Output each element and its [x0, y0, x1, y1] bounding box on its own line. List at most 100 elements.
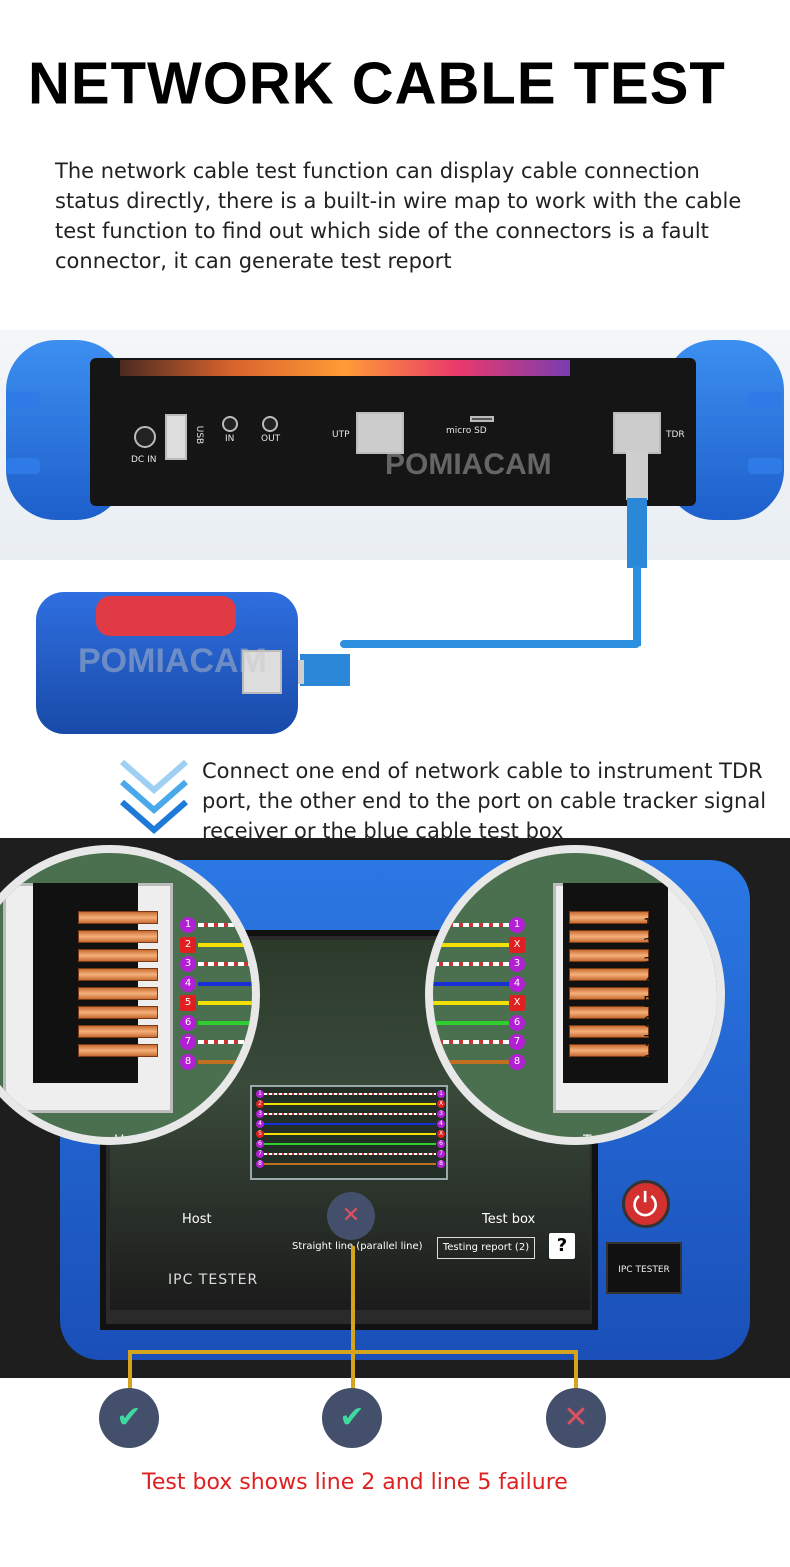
copper-pin [569, 1044, 649, 1057]
pin-number: 3 [60, 954, 70, 972]
screen-wire-dot: 1 [437, 1090, 445, 1098]
copper-pin [569, 968, 649, 981]
pin-number: 2 [60, 934, 70, 953]
wire-line [433, 942, 509, 947]
utp-label: UTP [332, 430, 350, 440]
copper-pin [569, 930, 649, 943]
watermark: POMIACAM [78, 642, 267, 680]
screen-wire-dot: 1 [256, 1090, 264, 1098]
cable-boot [300, 654, 350, 686]
screen-wire-line [264, 1103, 436, 1105]
video-out-port [262, 416, 278, 432]
wire-status-dot: 8 [180, 1053, 196, 1070]
power-button[interactable] [622, 1180, 670, 1228]
bracket-line [574, 1350, 578, 1390]
wire-line [198, 1059, 252, 1064]
cable-test-box [36, 592, 298, 734]
video-in-label: IN [225, 434, 235, 444]
testing-report-button[interactable]: Testing report (2) [437, 1237, 535, 1259]
network-cable [633, 566, 641, 646]
pin-number: 7 [643, 1032, 653, 1050]
network-cable [340, 640, 640, 648]
screen-wire-dot: 6 [437, 1140, 445, 1148]
testbox-label: Test box [583, 1133, 641, 1145]
video-out-label: OUT [261, 434, 281, 444]
rj45-plug-top [626, 452, 648, 500]
tdr-label: TDR [666, 430, 685, 440]
dc-in-port [134, 426, 156, 448]
wire-status-dot: 6 [180, 1014, 196, 1031]
wire-line [433, 1040, 509, 1044]
ipc-tester-label: IPC TESTER [168, 1272, 259, 1288]
wire-status-dot: 7 [509, 1034, 525, 1050]
pin-number: 5 [643, 993, 653, 1011]
bumper-tab [748, 392, 782, 408]
test-box-port [242, 650, 282, 694]
video-in-port [222, 416, 238, 432]
connect-instructions: Connect one end of network cable to inst… [202, 759, 767, 843]
failure-caption: Test box shows line 2 and line 5 failure [142, 1470, 568, 1495]
partial-check-icon: ✔ [322, 1388, 382, 1448]
screen-wire-dot: 3 [437, 1110, 445, 1118]
copper-pin [569, 1006, 649, 1019]
wire-line [433, 1020, 509, 1025]
screen-wire-line [264, 1143, 436, 1145]
screen-wire-dot: 5 [256, 1130, 264, 1138]
wire-line [198, 1040, 252, 1044]
wire-line [433, 1059, 509, 1064]
copper-pin [569, 911, 649, 924]
copper-pin [78, 1025, 158, 1038]
intro-text: The network cable test function can disp… [55, 159, 742, 273]
pin-number: 8 [643, 1051, 653, 1070]
host-pins [78, 911, 158, 1061]
usb-port [165, 414, 187, 460]
wire-line [433, 981, 509, 986]
wire-status-dot: 5 [180, 995, 196, 1011]
wire-line [198, 923, 252, 927]
copper-pin [78, 930, 158, 943]
usb-label: USB [194, 425, 205, 445]
test-box-label-plate [96, 596, 236, 636]
power-icon [633, 1190, 657, 1217]
pin-number: 3 [643, 954, 653, 972]
copper-pin [569, 949, 649, 962]
ipc-tester-button[interactable]: IPC TESTER [606, 1242, 682, 1294]
pin-number: 4 [60, 973, 70, 992]
wire-status-dot: 4 [509, 975, 525, 992]
chevron-down-icon [120, 759, 188, 834]
wire-status-dot: 8 [509, 1053, 525, 1070]
bumper-tab [6, 458, 40, 474]
copper-pin [78, 949, 158, 962]
straight-line-label: Straight line (parallel line) [292, 1241, 423, 1252]
wire-status-dot: 7 [180, 1034, 196, 1050]
pin-number: 2 [643, 934, 653, 953]
copper-pin [569, 1025, 649, 1038]
screen-wire-line [264, 1133, 436, 1135]
screen-wire-dot: 8 [437, 1160, 445, 1168]
copper-pin [78, 1006, 158, 1019]
screen-testbox-label: Test box [482, 1212, 536, 1227]
pin-number: 1 [60, 915, 70, 933]
wire-status-dot: 1 [509, 917, 525, 933]
wire-line [198, 942, 252, 947]
screen-wire-dot: 7 [437, 1150, 445, 1158]
pin-number: 8 [60, 1051, 70, 1070]
help-button[interactable]: ? [549, 1233, 575, 1259]
screen-wire-dot: 6 [256, 1140, 264, 1148]
screen-wire-line [264, 1093, 436, 1095]
fail-x-icon: ✕ [546, 1388, 606, 1448]
wire-status-dot: X [509, 936, 525, 953]
bumper-tab [6, 392, 40, 408]
wire-line [198, 981, 252, 986]
screen-wire-line [264, 1153, 436, 1155]
micro-sd-label: micro SD [446, 426, 487, 436]
copper-pin [78, 987, 158, 1000]
watermark: POMIACAM [385, 448, 552, 481]
testbox-pins [569, 911, 649, 1061]
screen-wire-dot: 2 [256, 1100, 264, 1108]
pin-number: 6 [60, 1012, 70, 1031]
screen-wire-dot: X [437, 1130, 445, 1138]
